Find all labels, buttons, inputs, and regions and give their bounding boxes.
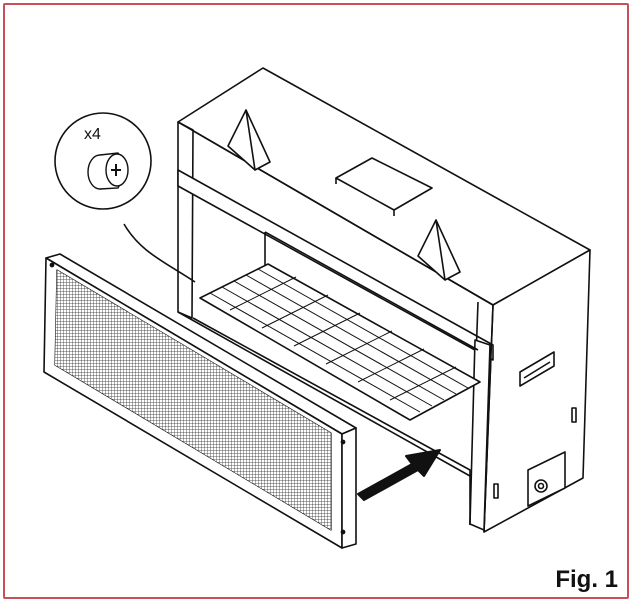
top-access-panel <box>335 157 433 216</box>
screw-callout: x4 <box>54 112 152 210</box>
ember-bed <box>199 263 481 421</box>
mesh-screen-panel <box>43 253 357 549</box>
mesh-pattern <box>55 270 331 530</box>
callout-quantity: x4 <box>84 126 101 143</box>
screw-icon <box>87 152 129 190</box>
top-mounting-brackets <box>227 109 461 281</box>
gas-valve-panel <box>527 451 566 507</box>
callout-leader-line <box>123 223 196 283</box>
side-slots <box>493 407 577 499</box>
arrow-icon <box>357 449 441 501</box>
figure-caption: Fig. 1 <box>555 566 618 593</box>
side-vent-slot <box>519 351 555 387</box>
